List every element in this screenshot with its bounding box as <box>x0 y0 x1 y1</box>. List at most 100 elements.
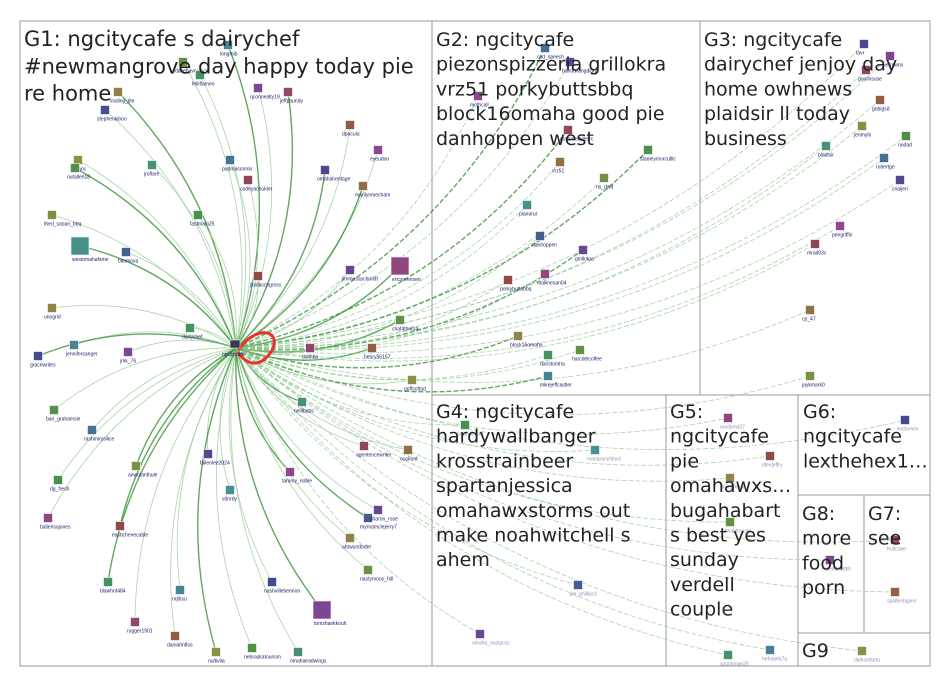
node-pengriffin[interactable]: pengriffin <box>832 221 853 239</box>
node-jaykmark0[interactable]: jaykmark0 <box>801 371 825 389</box>
node-mothcall[interactable]: mothcall <box>470 91 489 109</box>
node-setfrcwns[interactable]: setfrcwns <box>882 51 904 69</box>
node-fruitcake[interactable]: fruitcake <box>887 535 906 553</box>
node-chaf4thef14[interactable]: chaf4thef14 <box>392 315 418 333</box>
node-jeffpbundy[interactable]: jeffpbundy <box>279 87 303 105</box>
node-jennifersanger[interactable]: jennifersanger <box>65 340 98 358</box>
node-gmllokra[interactable]: gmllokra <box>575 245 594 263</box>
node-nbhabtresser[interactable]: nbhabtresser <box>722 517 752 535</box>
node-bandtwangdigra[interactable]: bandtwangdigra <box>562 57 598 75</box>
node-sstandeford[interactable]: sstandeford <box>457 420 483 438</box>
node-jmk_76[interactable]: jmk_76 <box>119 347 136 365</box>
node-randymd27[interactable]: randymd27 <box>720 413 745 431</box>
node-danhoppen[interactable]: danhoppen <box>532 231 557 249</box>
node-jenmyhi[interactable]: jenmyhi <box>853 121 871 139</box>
node-jkollaschgross[interactable]: jkollaschgross <box>249 271 282 289</box>
node-mrad03c[interactable]: mrad03c <box>807 239 827 257</box>
node-marilynmecham[interactable]: marilynmecham <box>355 181 390 199</box>
node-eastichenecable[interactable]: eastichenecable <box>112 521 148 539</box>
hub-node[interactable]: ngcitycafe <box>222 331 276 365</box>
node-cod_speech[interactable]: cod_speech <box>537 43 564 61</box>
node-tomshankkouh[interactable]: tomshankkouh <box>312 600 347 627</box>
node-fastmain25[interactable]: fastmain25 <box>190 210 215 228</box>
node-dg_fresh[interactable]: dg_fresh <box>50 475 70 493</box>
node-neillbabs[interactable]: neillbabs <box>294 397 314 415</box>
node-qconnealty19[interactable]: qconnealty19 <box>250 83 280 101</box>
node-rugger1901[interactable]: rugger1901 <box>127 617 153 635</box>
node-kuickmeal[interactable]: kuickmeal <box>722 473 744 491</box>
node-dairychef[interactable]: dairychef <box>182 323 203 341</box>
node-cp_47[interactable]: cp_47 <box>802 305 816 323</box>
node-fallenlee2024[interactable]: fallenlee2024 <box>200 449 230 467</box>
node-stephenkiboo[interactable]: stephenkiboo <box>97 105 127 123</box>
node-davehaverano[interactable]: davehaverano <box>175 57 207 75</box>
node-westomahafsme[interactable]: westomahafsme <box>70 236 109 263</box>
node-cnaijeri[interactable]: cnaijeri <box>892 175 908 193</box>
node-dlmrjeffry[interactable]: dlmrjeffry <box>762 451 783 469</box>
node-vrz51[interactable]: vrz51 <box>552 157 565 175</box>
node-trading_lite[interactable]: trading_lite <box>110 87 135 105</box>
node-jroflare[interactable]: jroflare <box>143 160 160 178</box>
node-unogrid[interactable]: unogrid <box>44 303 61 321</box>
node-mallinesan04[interactable]: mallinesan04 <box>537 269 567 287</box>
node-dpacula[interactable]: dpacula <box>342 120 360 138</box>
node-felliflameo[interactable]: felliflameo <box>192 70 215 88</box>
node-jim_phillips1[interactable]: jim_phillips1 <box>569 580 597 598</box>
node-longmib[interactable]: longmib <box>220 40 238 58</box>
node-marlaranchford[interactable]: marlaranchford <box>587 445 621 463</box>
node-outallen18[interactable]: outallen18 <box>67 163 90 181</box>
node-vdnrdy[interactable]: vdnrdy <box>222 485 238 503</box>
node-robertge[interactable]: robertge <box>876 153 895 171</box>
node-nodad[interactable]: nodad <box>898 131 912 149</box>
node-nastymoos_hill[interactable]: nastymoos_hill <box>360 565 393 583</box>
node-agentencewriter[interactable]: agentencewriter <box>356 441 392 459</box>
node-nashvillebennon[interactable]: nashvillebennon <box>264 577 300 595</box>
node-tammy_noble[interactable]: tammy_noble <box>282 467 312 485</box>
node-spaltenlagers[interactable]: spaltenlagers <box>887 587 917 605</box>
node-henry56157[interactable]: henry56157 <box>364 343 391 361</box>
node-gobigsd[interactable]: gobigsd <box>872 95 890 113</box>
node-goffsoftad[interactable]: goffsoftad <box>404 375 426 393</box>
node-myrnamclejerry7[interactable]: myrnamclejerry7 <box>360 513 397 531</box>
node-lexthehex[interactable]: lexthehex <box>897 415 919 433</box>
node-bari_grahamsie[interactable]: bari_grahamsie <box>46 405 81 423</box>
node-ballerisajones[interactable]: ballerisajones <box>40 513 71 531</box>
node-omahaeadwings[interactable]: omahaeadwings <box>290 647 327 665</box>
node-azuchman29[interactable]: azuchman29 <box>720 650 749 668</box>
node-hefrejefa7a[interactable]: hefrejefa7a <box>762 645 787 663</box>
node-ericsorensen[interactable]: ericsorensen <box>390 256 421 283</box>
node-dalhseduda[interactable]: dalhseduda <box>854 646 880 664</box>
node-harcdelcoffee[interactable]: harcdelcoffee <box>572 345 602 363</box>
node-mikejeffcastler[interactable]: mikejeffcastler <box>540 371 572 389</box>
node-blawhnt484[interactable]: blawhnt484 <box>100 577 126 595</box>
node-omaha_eastpcsc[interactable]: omaha_eastpcsc <box>472 629 510 647</box>
node-ahtwundorfer[interactable]: ahtwundorfer <box>342 533 372 551</box>
node-nebraskatourism[interactable]: nebraskatourism <box>244 643 281 661</box>
node-rashmirysilice[interactable]: rashmirysilice <box>84 425 115 443</box>
node-nultivlia[interactable]: nultivlia <box>208 647 225 665</box>
node-pianorur[interactable]: pianorur <box>519 200 538 218</box>
node-ssstorestyleerc[interactable]: ssstorestyleerc <box>560 125 594 143</box>
node-thed_saoan_bbq[interactable]: thed_saoan_bbq <box>44 210 81 228</box>
node-jimmesaschmidt[interactable]: jimmesaschmidt <box>341 265 378 283</box>
node-ouskunf[interactable]: ouskunf <box>400 445 418 463</box>
node-padmasonmir[interactable]: padmasonmir <box>222 155 253 173</box>
node-nrjlbsu[interactable]: nrjlbsu <box>172 585 187 603</box>
node-omahaheritage[interactable]: omahaheritage <box>317 165 351 183</box>
node-gracewrites[interactable]: gracewrites <box>30 351 56 369</box>
node-tavr[interactable]: tavr <box>856 39 869 57</box>
node-danlahnflso[interactable]: danlahnflso <box>167 631 193 649</box>
node-daristomha[interactable]: daristomha <box>540 350 565 368</box>
node-ns_dwd[interactable]: ns_dwd <box>596 173 613 191</box>
node-block16omaha[interactable]: block16omaha <box>510 331 543 349</box>
node-stanleymorcutllc[interactable]: stanleymorcutllc <box>640 145 676 163</box>
node-porkybuttsbbq[interactable]: porkybuttsbbq <box>500 275 532 293</box>
node-dolihba[interactable]: dolihba <box>302 343 318 361</box>
node-anwolanthule[interactable]: anwolanthule <box>128 461 158 479</box>
node-codeyachukler[interactable]: codeyachukler <box>240 175 273 193</box>
node-bitomova[interactable]: bitomova <box>118 247 139 265</box>
node-maemfoodbh[interactable]: maemfoodbh <box>822 555 851 573</box>
node-goolinsuse[interactable]: goolinsuse <box>858 65 882 83</box>
node-plaidsir[interactable]: plaidsir <box>818 141 834 159</box>
node-eyeudoo[interactable]: eyeudoo <box>370 145 389 163</box>
